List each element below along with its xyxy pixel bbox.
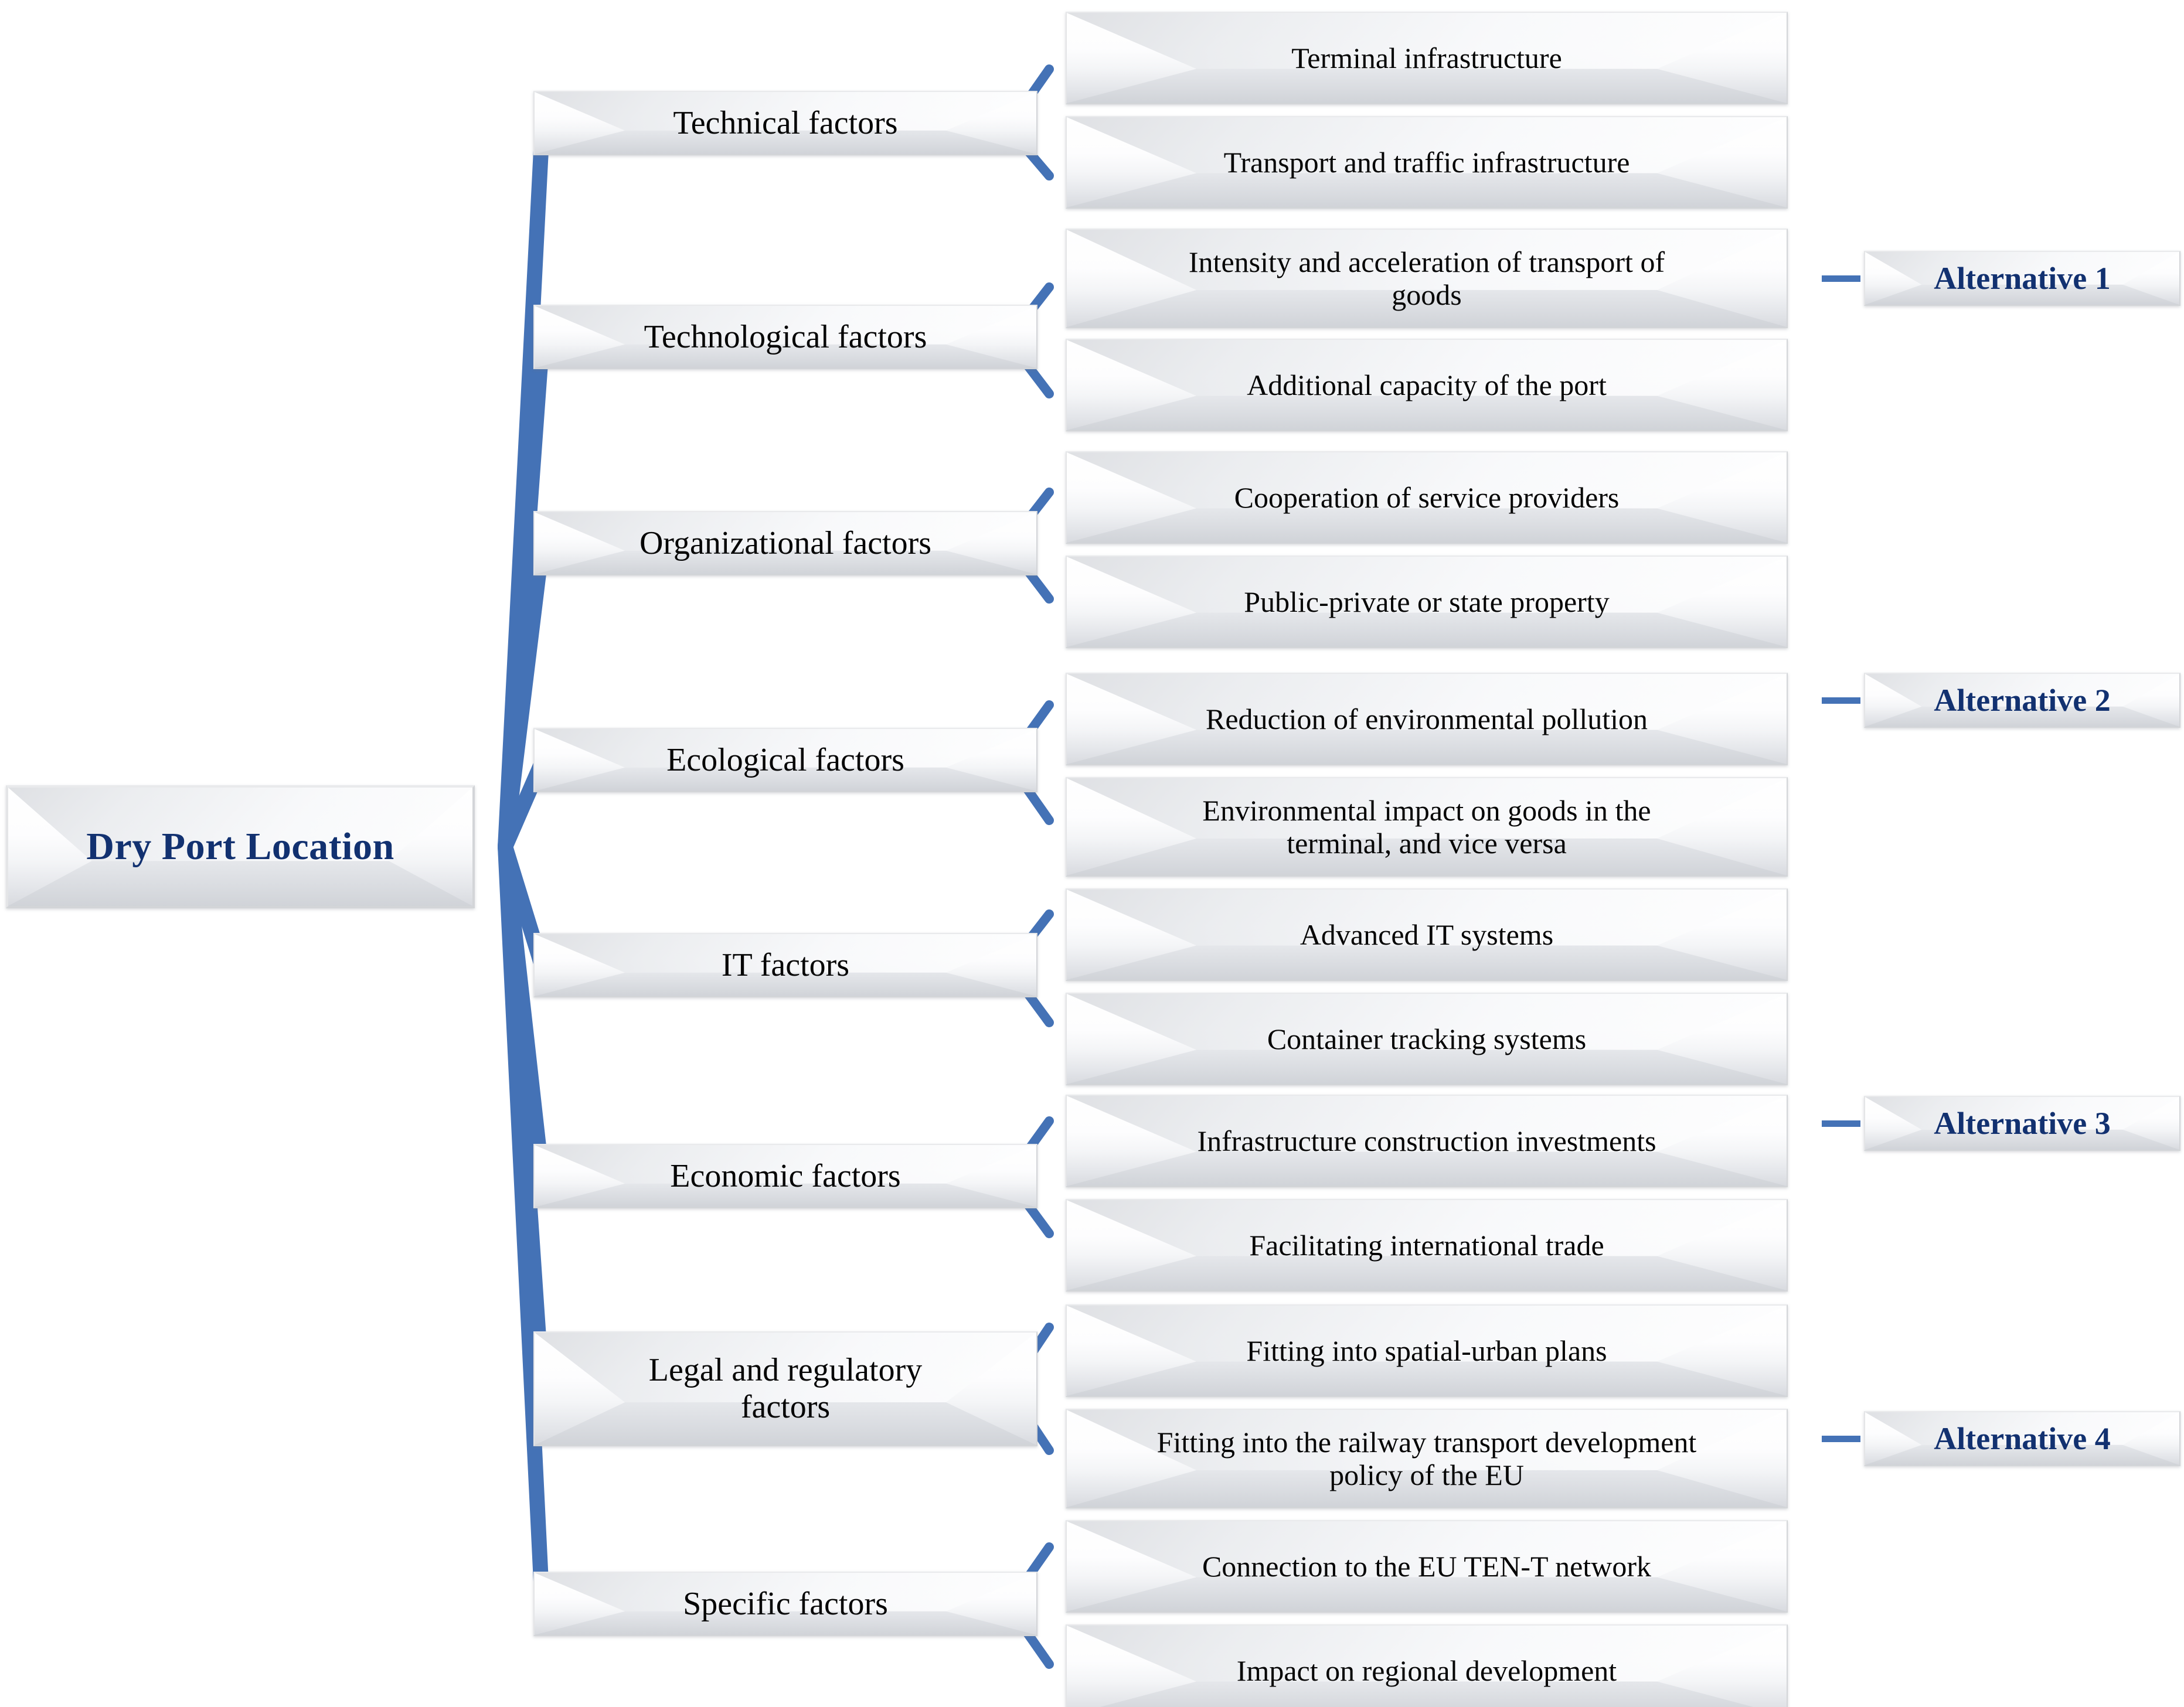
factor-label: IT factors xyxy=(721,946,850,983)
criterion-label: Facilitating international trade xyxy=(1249,1229,1604,1262)
factor-label: Organizational factors xyxy=(639,524,932,561)
criterion-label: Intensity and acceleration of transport … xyxy=(1188,246,1665,311)
factor-node-specific[interactable]: Specific factors xyxy=(533,1572,1037,1636)
criterion-label: Infrastructure construction investments xyxy=(1197,1125,1656,1157)
factor-label: Technological factors xyxy=(644,318,927,355)
factor-node-economic[interactable]: Economic factors xyxy=(533,1144,1037,1208)
criterion-node[interactable]: Container tracking systems xyxy=(1066,993,1788,1085)
criterion-label: Terminal infrastructure xyxy=(1291,42,1562,74)
alternative-node-3[interactable]: Alternative 3 xyxy=(1864,1096,2180,1151)
factor-node-legal[interactable]: Legal and regulatory factors xyxy=(533,1331,1037,1446)
alternative-label: Alternative 2 xyxy=(1934,682,2111,718)
criterion-label: Fitting into spatial-urban plans xyxy=(1246,1334,1607,1367)
criterion-node[interactable]: Intensity and acceleration of transport … xyxy=(1066,229,1788,328)
alternative-link-4 xyxy=(1822,1436,1860,1442)
criterion-node[interactable]: Transport and traffic infrastructure xyxy=(1066,116,1788,209)
alternative-label: Alternative 4 xyxy=(1934,1420,2111,1456)
factor-label: Ecological factors xyxy=(666,741,904,778)
factor-node-it[interactable]: IT factors xyxy=(533,933,1037,997)
alternative-link-3 xyxy=(1822,1120,1860,1127)
criterion-label: Impact on regional development xyxy=(1236,1654,1617,1687)
criterion-label: Connection to the EU TEN-T network xyxy=(1202,1550,1652,1583)
criterion-node[interactable]: Facilitating international trade xyxy=(1066,1199,1788,1292)
criterion-node[interactable]: Impact on regional development xyxy=(1066,1624,1788,1707)
factor-label: Economic factors xyxy=(670,1157,901,1194)
criterion-node[interactable]: Infrastructure construction investments xyxy=(1066,1095,1788,1187)
factor-node-technological[interactable]: Technological factors xyxy=(533,305,1037,369)
factor-label: Legal and regulatory factors xyxy=(648,1352,923,1425)
factor-label: Technical factors xyxy=(673,104,898,141)
criterion-node[interactable]: Fitting into the railway transport devel… xyxy=(1066,1409,1788,1508)
factor-node-ecological[interactable]: Ecological factors xyxy=(533,728,1037,792)
alternative-label: Alternative 1 xyxy=(1934,260,2111,296)
criterion-label: Advanced IT systems xyxy=(1299,918,1554,951)
factor-node-organizational[interactable]: Organizational factors xyxy=(533,511,1037,575)
criterion-node[interactable]: Connection to the EU TEN-T network xyxy=(1066,1520,1788,1613)
criterion-node[interactable]: Public-private or state property xyxy=(1066,556,1788,648)
alternative-link-2 xyxy=(1822,697,1860,704)
criterion-node[interactable]: Environmental impact on goods in the ter… xyxy=(1066,777,1788,877)
criterion-node[interactable]: Reduction of environmental pollution xyxy=(1066,673,1788,765)
criterion-node[interactable]: Advanced IT systems xyxy=(1066,888,1788,981)
criterion-label: Fitting into the railway transport devel… xyxy=(1156,1426,1697,1491)
alternative-label: Alternative 3 xyxy=(1934,1105,2111,1141)
factor-node-technical[interactable]: Technical factors xyxy=(533,91,1037,155)
root-label: Dry Port Location xyxy=(86,825,394,868)
criterion-label: Cooperation of service providers xyxy=(1234,481,1620,514)
criterion-label: Transport and traffic infrastructure xyxy=(1223,146,1630,179)
criterion-node[interactable]: Additional capacity of the port xyxy=(1066,339,1788,431)
alternative-node-2[interactable]: Alternative 2 xyxy=(1864,673,2180,728)
factor-label: Specific factors xyxy=(683,1585,888,1622)
criterion-label: Public-private or state property xyxy=(1244,585,1610,618)
alternative-node-1[interactable]: Alternative 1 xyxy=(1864,251,2180,306)
criterion-node[interactable]: Cooperation of service providers xyxy=(1066,451,1788,544)
alternative-link-1 xyxy=(1822,275,1860,282)
criterion-label: Container tracking systems xyxy=(1267,1023,1587,1055)
criterion-node[interactable]: Terminal infrastructure xyxy=(1066,12,1788,104)
root-node[interactable]: Dry Port Location xyxy=(6,785,475,908)
criterion-label: Additional capacity of the port xyxy=(1247,369,1607,401)
criterion-node[interactable]: Fitting into spatial-urban plans xyxy=(1066,1304,1788,1397)
criterion-label: Environmental impact on goods in the ter… xyxy=(1202,794,1651,860)
criterion-label: Reduction of environmental pollution xyxy=(1205,703,1648,735)
alternative-node-4[interactable]: Alternative 4 xyxy=(1864,1411,2180,1466)
